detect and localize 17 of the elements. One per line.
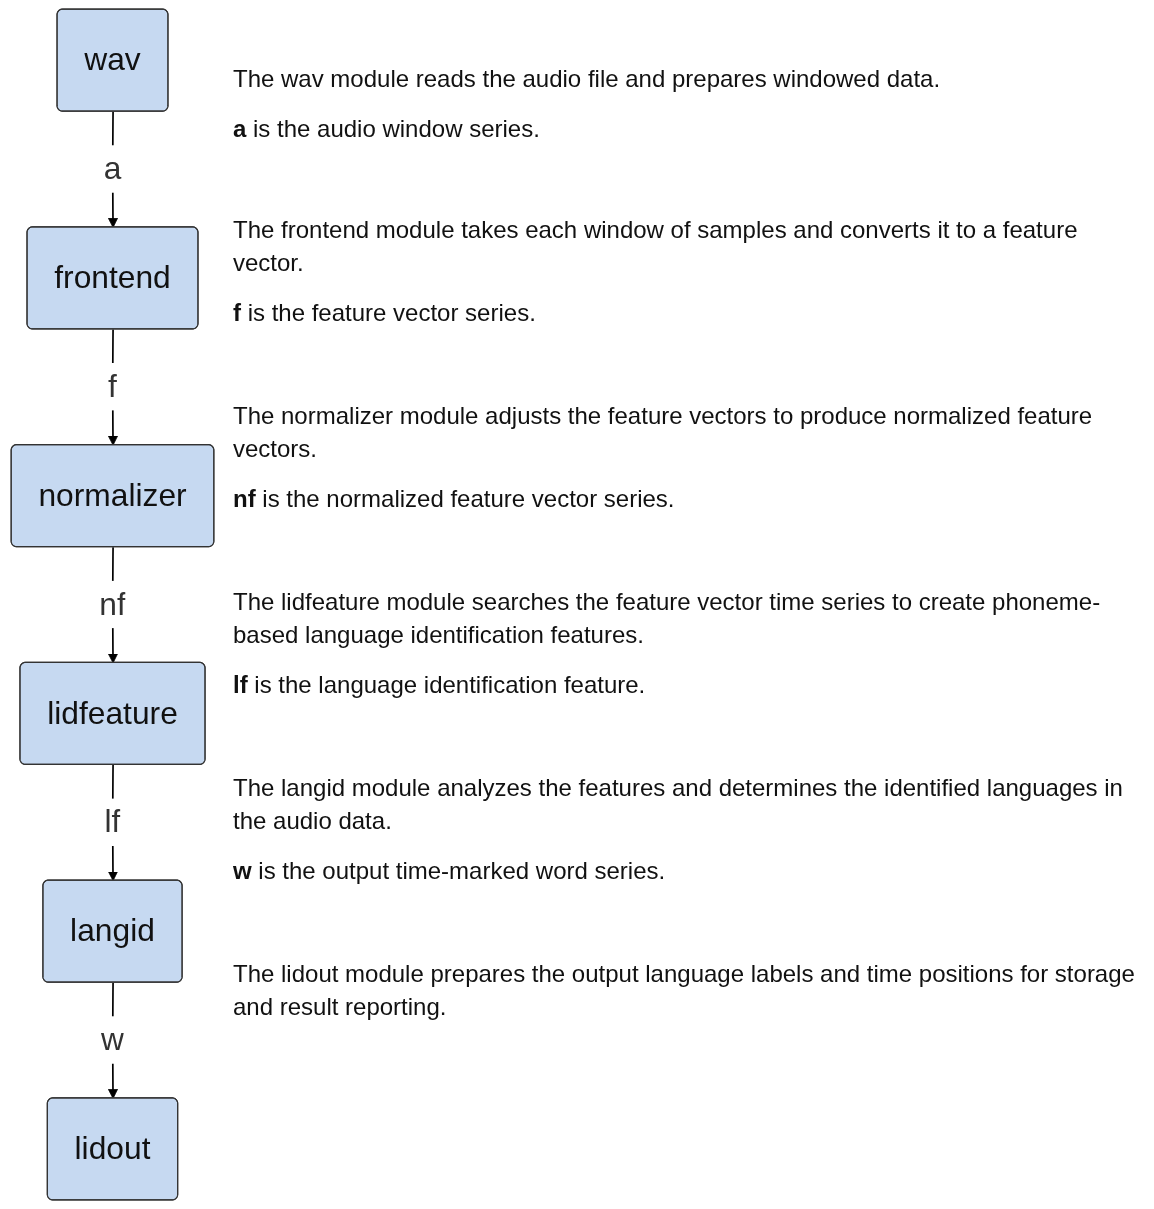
note-text: a is the audio window series. — [233, 114, 541, 144]
edge-label: lf — [104, 804, 121, 840]
note-text: The frontend module takes each window of samples and converts it to a feature vector. — [233, 215, 1079, 278]
note-text: The langid module analyzes the features and determines the identified languages in the audio data. — [233, 773, 1124, 836]
edge-label: a — [103, 150, 122, 186]
note-text: The lidfeature module searches the feature vector time series to create phoneme-based language identification features. — [233, 587, 1102, 650]
note-text: f is the feature vector series. — [233, 298, 537, 328]
note-text: nf is the normalized feature vector series. — [233, 484, 676, 514]
note-text: w is the output time-marked word series. — [233, 856, 667, 886]
note-text: The normalizer module adjusts the feature vectors to produce normalized feature vectors. — [233, 401, 1094, 464]
arrow — [108, 328, 118, 446]
note-text: The lidout module prepares the output language labels and time positions for storage and result reporting. — [233, 959, 1136, 1022]
note-text: lf is the language identification feature. — [233, 670, 647, 700]
edge-label: f — [108, 368, 117, 404]
edge-label: nf — [99, 586, 126, 622]
note-text: The wav module reads the audio file and prepares windowed data. — [233, 64, 942, 94]
edge-label: w — [101, 1021, 124, 1058]
